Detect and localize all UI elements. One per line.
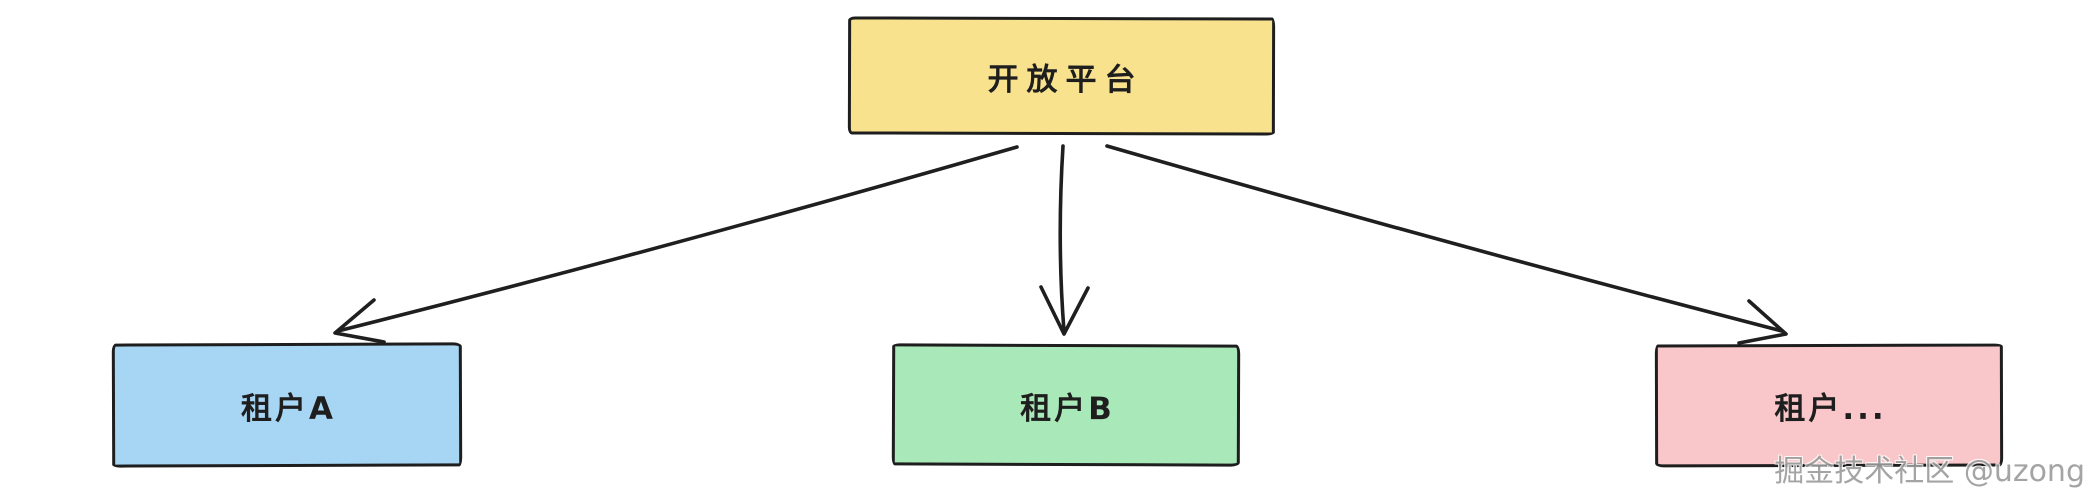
arrow-open-platform-to-tenant-more <box>1105 144 1788 345</box>
arrow-head <box>333 298 386 344</box>
node-tenant-a: 租户A <box>111 342 463 468</box>
arrow-shaft <box>1058 144 1066 333</box>
node-tenant-b-label: 租户B <box>1020 390 1115 427</box>
arrow-open-platform-to-tenant-b <box>1039 144 1090 336</box>
arrow-open-platform-to-tenant-a <box>333 145 1019 344</box>
watermark: 掘金技术社区 @uzong <box>1774 454 2085 489</box>
node-tenant-a-label: 租户A <box>240 390 337 427</box>
node-tenant-more-label: 租户... <box>1774 390 1887 428</box>
arrow-head <box>1737 299 1788 345</box>
arrow-shaft <box>1105 144 1784 333</box>
node-tenant-b: 租户B <box>891 343 1241 467</box>
node-open-platform-label: 开放平台 <box>987 61 1144 98</box>
node-open-platform: 开放平台 <box>847 16 1276 136</box>
arrow-head <box>1039 285 1090 336</box>
arrow-shaft <box>336 145 1019 333</box>
